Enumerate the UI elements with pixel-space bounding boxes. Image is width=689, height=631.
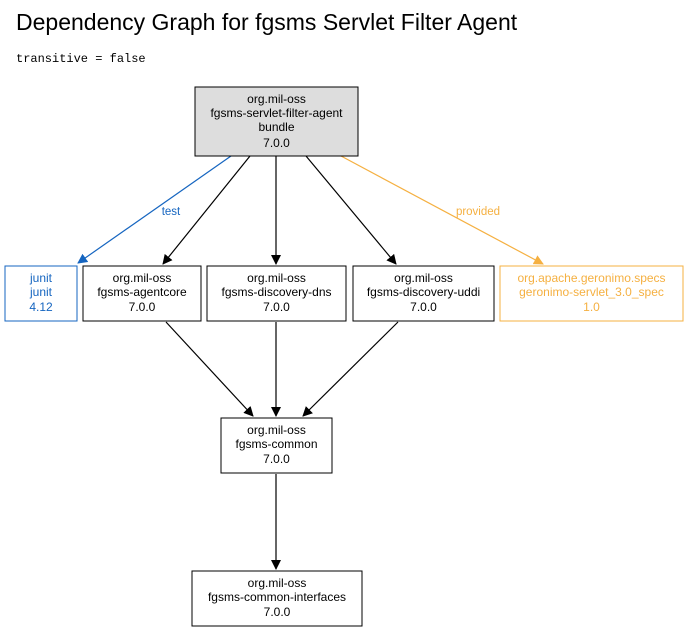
node-label-line: fgsms-servlet-filter-agent <box>210 106 343 120</box>
transitive-setting: transitive = false <box>16 52 146 66</box>
node-label-line: org.mil-oss <box>247 271 306 285</box>
edge-label-provided: provided <box>456 206 500 218</box>
node-label-line: 7.0.0 <box>263 136 290 150</box>
node-label-line: junit <box>29 285 53 299</box>
node-label-line: fgsms-common <box>235 437 317 451</box>
node-label-line: org.mil-oss <box>247 92 306 106</box>
edge-root-geronimo: provided <box>340 155 544 265</box>
node-discovery-dns: org.mil-oss fgsms-discovery-dns 7.0.0 <box>206 265 347 322</box>
node-junit: junit junit 4.12 <box>4 265 78 322</box>
edge-root-agentcore <box>162 155 251 265</box>
node-agentcore: org.mil-oss fgsms-agentcore 7.0.0 <box>82 265 202 322</box>
node-label-line: geronimo-servlet_3.0_spec <box>519 285 664 299</box>
node-common-interfaces: org.mil-oss fgsms-common-interfaces 7.0.… <box>191 570 363 627</box>
node-label-line: 4.12 <box>29 300 53 314</box>
node-label-line: fgsms-discovery-uddi <box>367 285 480 299</box>
node-label-line: org.mil-oss <box>113 271 172 285</box>
node-label-line: org.apache.geronimo.specs <box>517 271 665 285</box>
node-label-line: fgsms-agentcore <box>97 285 187 299</box>
edge-discovery-uddi-common <box>302 321 399 417</box>
node-label-line: org.mil-oss <box>248 576 307 590</box>
node-label-line: 7.0.0 <box>410 300 437 314</box>
node-label-line: org.mil-oss <box>247 423 306 437</box>
node-label-line: bundle <box>258 120 294 134</box>
node-label-line: 7.0.0 <box>129 300 156 314</box>
edge-root-discovery-uddi <box>305 155 397 265</box>
node-label-line: 7.0.0 <box>263 452 290 466</box>
edge-label-test: test <box>162 206 181 218</box>
node-label-line: 7.0.0 <box>264 605 291 619</box>
node-label-line: 7.0.0 <box>263 300 290 314</box>
node-common: org.mil-oss fgsms-common 7.0.0 <box>220 417 333 474</box>
page-title: Dependency Graph for fgsms Servlet Filte… <box>16 9 518 35</box>
node-label-line: fgsms-common-interfaces <box>208 590 346 604</box>
node-servlet-filter-agent: org.mil-oss fgsms-servlet-filter-agent b… <box>194 86 359 157</box>
node-geronimo-servlet-spec: org.apache.geronimo.specs geronimo-servl… <box>499 265 684 322</box>
edge-root-junit: test <box>77 155 232 264</box>
node-label-line: 1.0 <box>583 300 600 314</box>
node-label-line: fgsms-discovery-dns <box>221 285 331 299</box>
node-label-line: org.mil-oss <box>394 271 453 285</box>
node-label-line: junit <box>29 271 53 285</box>
edge-agentcore-common <box>165 321 254 417</box>
node-discovery-uddi: org.mil-oss fgsms-discovery-uddi 7.0.0 <box>352 265 495 322</box>
